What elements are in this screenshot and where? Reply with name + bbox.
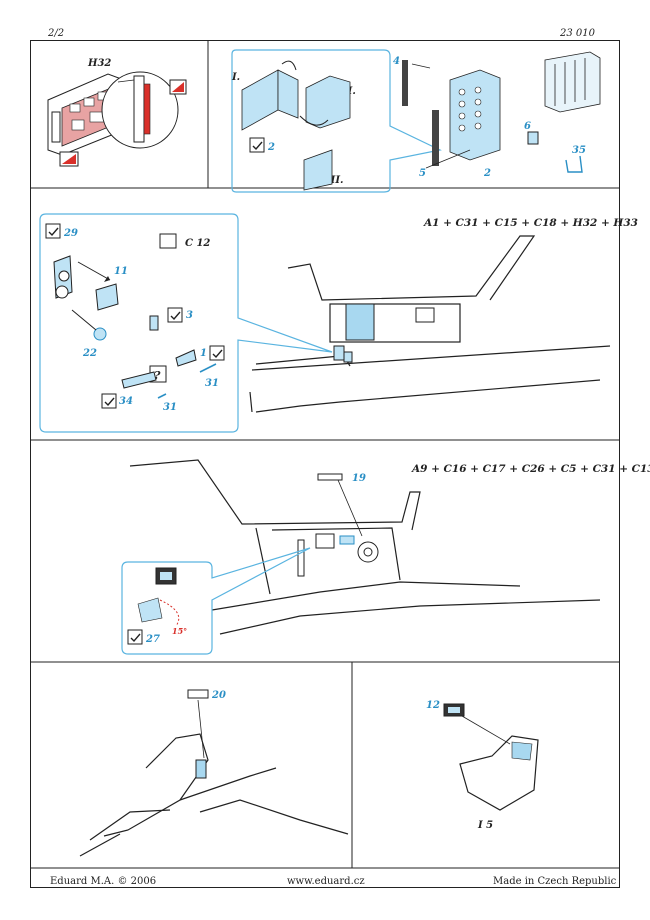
footer-company: Eduard M.A. © 2006 <box>50 876 157 887</box>
ref-i5: I 5 <box>477 820 493 831</box>
part-6-label: 6 <box>524 121 531 132</box>
panel-assembly-20: 20 <box>79 689 349 857</box>
panel-h32: H32 <box>47 58 187 167</box>
part-29-label: 29 <box>63 228 78 239</box>
part-12-label: 12 <box>426 700 440 711</box>
panel-assembly-19-27: A9 + C16 + C17 + C26 + C5 + C31 + C13 19… <box>121 459 650 655</box>
step-3-label: III. <box>325 175 344 186</box>
part-5-label: 5 <box>419 168 426 179</box>
part-34-label: 34 <box>119 396 133 407</box>
ref-c12: C 12 <box>185 238 210 249</box>
angle-label: 15° <box>172 626 187 636</box>
panel-assembly-c12: 29 C 12 11 3 22 1 31 ? 34 31 A1 + C31 + … <box>39 213 638 433</box>
formula-section-2: A1 + C31 + C15 + C18 + H32 + H33 <box>423 217 638 229</box>
question-mark: ? <box>154 369 161 382</box>
part-3-label: 3 <box>186 310 193 321</box>
part-35-label: 35 <box>572 145 586 156</box>
instruction-frame <box>30 40 620 888</box>
part-27-label: 27 <box>145 634 160 645</box>
part-4-label: 4 <box>393 56 400 67</box>
part-2-right: 2 <box>483 168 491 179</box>
part-22-label: 22 <box>82 348 97 359</box>
step-1-label: I. <box>231 72 240 83</box>
kit-code: 23 010 <box>560 28 595 39</box>
footer-url[interactable]: www.eduard.cz <box>287 876 365 887</box>
panel-bend-steps: I. II. III. 2 4 5 2 6 35 <box>231 49 601 193</box>
footer-origin: Made in Czech Republic <box>493 876 617 887</box>
panel-assembly-12: 12 I 5 <box>426 700 539 831</box>
part-31-label-a: 31 <box>205 378 219 389</box>
page-number: 2/2 <box>48 28 65 39</box>
formula-section-3: A9 + C16 + C17 + C26 + C5 + C31 + C13 <box>411 463 650 475</box>
part-11-label: 11 <box>114 266 128 277</box>
part-31-label-b: 31 <box>163 402 177 413</box>
part-2-top: 2 <box>267 142 275 153</box>
part-19-label: 19 <box>352 473 366 484</box>
part-label-h32: H32 <box>87 58 111 69</box>
part-1-label: 1 <box>200 348 207 359</box>
part-20-label: 20 <box>211 690 226 701</box>
